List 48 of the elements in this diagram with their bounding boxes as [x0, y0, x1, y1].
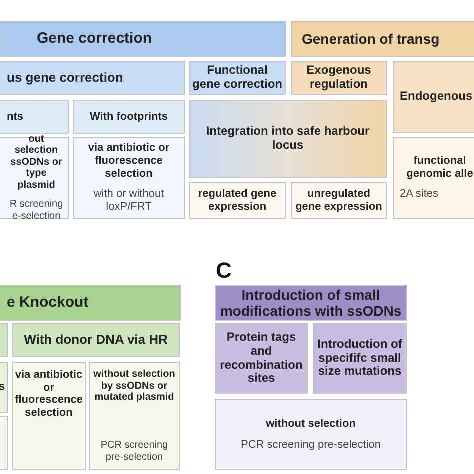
category-box	[73, 137, 185, 219]
box-note: PCR screening pre-selection	[240, 438, 381, 452]
box-heading: Endogenous	[400, 90, 473, 104]
category-box	[12, 323, 180, 357]
category-box	[73, 100, 185, 134]
box-note: PCR screening pre-selection	[100, 440, 170, 463]
category-box	[189, 100, 387, 178]
category-box	[313, 323, 407, 394]
category-box	[189, 182, 286, 219]
box-heading: via antibiotic or fluorescence selection	[15, 369, 83, 420]
box-heading: With footprints	[90, 110, 168, 124]
box-heading: via antibiotic or fluorescence selection	[87, 142, 171, 180]
category-box	[393, 61, 474, 133]
box-heading: With donor DNA via HR	[24, 332, 168, 348]
box-heading: Introduction of small modifications with ssODNs	[219, 286, 403, 320]
box-note: R screening e-selection	[8, 199, 64, 222]
category-box	[215, 399, 407, 470]
box-heading: us gene correction	[7, 70, 124, 86]
box-heading: e Knockout	[7, 294, 89, 312]
box-heading: Functional gene correction	[192, 64, 283, 92]
category-box	[291, 182, 387, 219]
box-note: with or without loxP/FRT	[92, 188, 166, 214]
box-heading: Protein tags and recombination sites	[219, 330, 304, 386]
category-box	[0, 137, 69, 219]
box-heading: regulated gene expression	[197, 188, 278, 214]
category-box	[0, 285, 181, 321]
category-box	[0, 100, 69, 134]
category-box	[215, 323, 308, 394]
box-heading: Introduction of specififc small size mutations	[316, 338, 404, 380]
category-box	[0, 61, 185, 95]
category-box	[89, 362, 180, 470]
panel-letter: C	[216, 258, 232, 284]
category-box	[0, 21, 286, 57]
box-heading: functional genomic alle	[406, 155, 474, 180]
box-heading: Integration into safe harbour locus	[205, 125, 371, 153]
box-heading: Generation of transg	[302, 30, 440, 48]
category-box	[291, 61, 387, 95]
box-heading: without selection	[266, 418, 356, 430]
box-heading: Exogenous regulation	[306, 64, 372, 92]
box-heading: out selection ssODNs or type plasmid	[10, 134, 64, 192]
category-box	[291, 21, 474, 57]
box-heading: nts	[7, 110, 24, 124]
category-box	[393, 137, 474, 219]
box-heading: without selection by ssODNs or mutated plasmid	[92, 369, 176, 404]
box-note: 2A sites	[400, 188, 439, 201]
box-heading: unregulated gene expression	[294, 188, 384, 214]
category-box	[12, 362, 86, 470]
box-heading: Gene correction	[37, 30, 152, 48]
